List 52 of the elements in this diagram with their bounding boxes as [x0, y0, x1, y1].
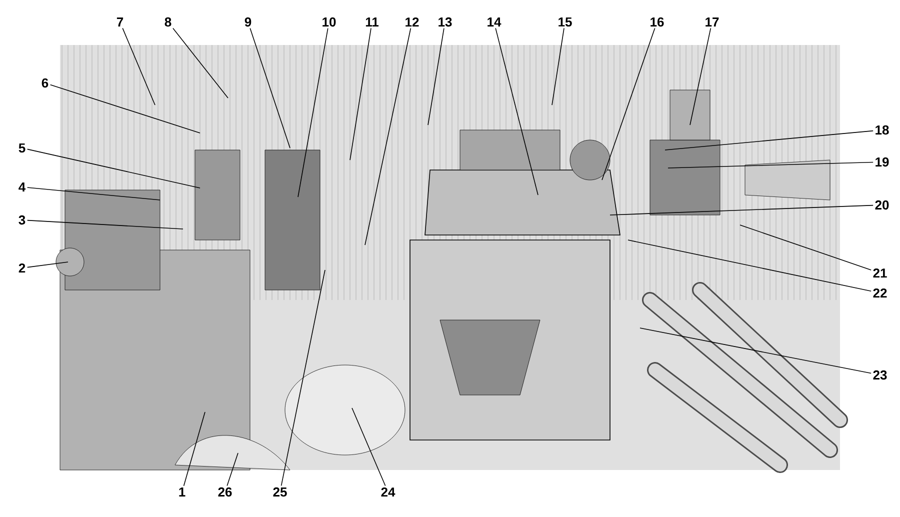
leader-line: [26, 220, 184, 230]
leader-line: [250, 28, 290, 148]
callout-number: 26: [218, 487, 232, 497]
callout-number: 25: [273, 487, 287, 497]
leader-line: [740, 224, 872, 270]
leader-line: [668, 162, 874, 168]
leader-line: [610, 204, 874, 216]
leader-line: [628, 240, 872, 292]
callout-number: 16: [650, 17, 664, 27]
callout-number: 24: [381, 487, 396, 497]
leader-line: [26, 187, 160, 200]
leader-line: [122, 28, 156, 106]
leader-line: [364, 28, 412, 246]
leader-line: [226, 452, 238, 486]
callout-number: 8: [164, 17, 172, 27]
callout-number: 5: [18, 143, 26, 153]
callout-number: 3: [18, 215, 26, 225]
callout-number: 12: [406, 17, 419, 27]
callout-number: 10: [322, 17, 336, 27]
leader-line: [26, 148, 200, 188]
callout-number: 11: [366, 18, 379, 26]
callout-number: 19: [876, 157, 889, 167]
callout-number: 21: [873, 268, 887, 278]
leader-line: [298, 28, 328, 198]
callout-number: 7: [116, 18, 124, 26]
leader-line: [664, 130, 874, 150]
callout-number: 6: [42, 78, 48, 88]
callout-number: 18: [876, 125, 889, 135]
leader-line: [495, 28, 538, 196]
callout-number: 15: [558, 17, 572, 27]
leader-line: [552, 28, 564, 106]
leader-line: [280, 270, 326, 486]
leader-line: [26, 262, 68, 268]
callout-number: 2: [18, 263, 26, 273]
callout-number: 14: [488, 18, 502, 26]
callout-number: 1: [179, 488, 186, 496]
leader-line: [172, 28, 228, 98]
leader-line: [350, 28, 372, 160]
leader-line: [428, 28, 444, 126]
callout-number: 9: [244, 17, 252, 27]
callout-number: 22: [873, 288, 887, 298]
leader-line: [602, 28, 656, 180]
callout-number: 17: [706, 18, 719, 26]
callout-number: 20: [875, 200, 889, 210]
callout-number: 4: [18, 182, 26, 192]
callout-number: 23: [873, 370, 887, 380]
leader-line: [50, 84, 200, 134]
callout-number: 13: [438, 17, 452, 27]
leader-line: [640, 328, 872, 374]
leader-line: [690, 28, 712, 126]
leader-line: [183, 412, 206, 486]
leader-line: [352, 408, 386, 486]
